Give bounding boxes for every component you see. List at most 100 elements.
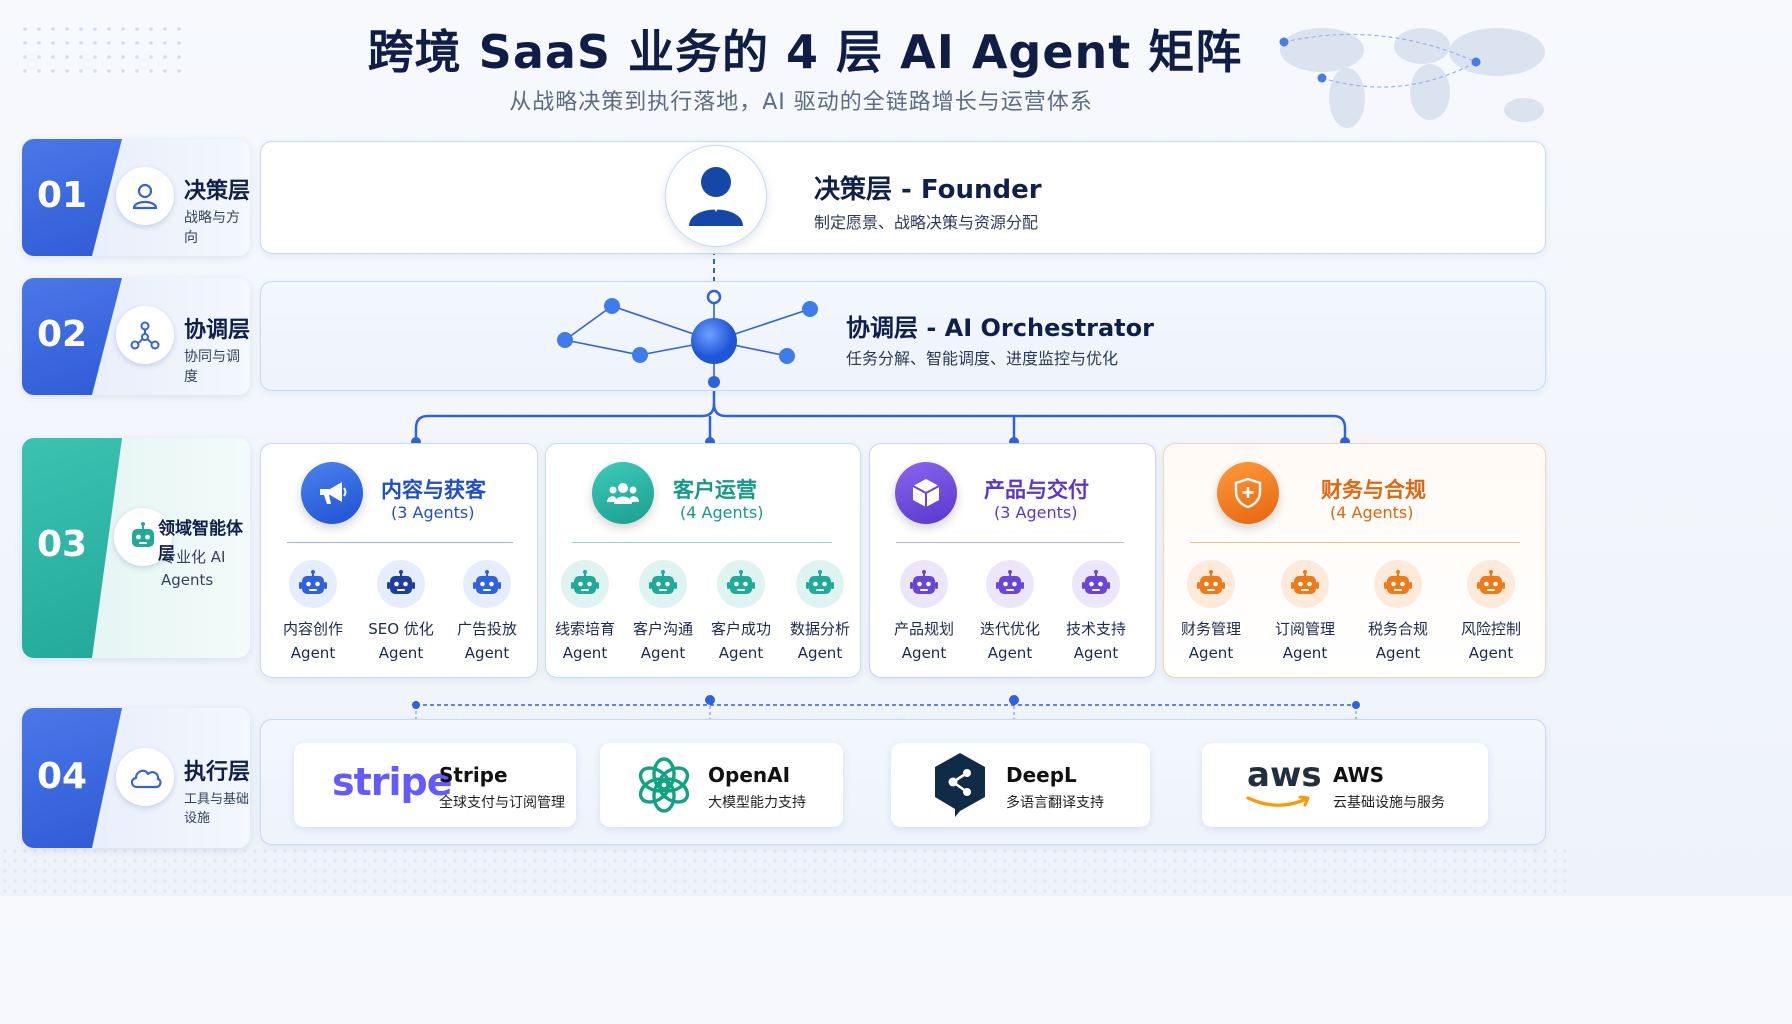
- world-map-decoration: [1279, 28, 1545, 128]
- agent-name: SEO 优化: [368, 620, 434, 638]
- agent-type: Agent: [464, 644, 510, 662]
- agent-item: 广告投放 Agent: [442, 560, 532, 662]
- layer-desc: 工具与基础设施: [184, 792, 250, 826]
- layer-number: 02: [36, 314, 88, 355]
- agent-item: 产品规划 Agent: [879, 560, 969, 662]
- domain-card-content: 内容与获客 (3 Agents) 内容创作 Agent SEO 优化 Agent…: [260, 443, 538, 678]
- founder-avatar: [665, 145, 767, 247]
- layer-number: 04: [36, 756, 88, 797]
- layer-name: 领域智能体层: [158, 519, 243, 564]
- robot-icon: [289, 560, 337, 608]
- openai-logo-icon: [638, 757, 690, 813]
- domain-card-finance: 财务与合规 (4 Agents) 财务管理 Agent 订阅管理 Agent 税…: [1163, 443, 1546, 678]
- robot-icon: [639, 560, 687, 608]
- domain-divider: [1190, 542, 1520, 543]
- tool-desc: 大模型能力支持: [708, 795, 806, 811]
- orchestrator-desc: 任务分解、智能调度、进度监控与优化: [846, 349, 1119, 368]
- robot-icon: [1281, 560, 1329, 608]
- deepl-logo-icon: [935, 753, 985, 817]
- robot-icon: [1187, 560, 1235, 608]
- aws-smile-icon: [1246, 795, 1310, 807]
- robot-icon: [986, 560, 1034, 608]
- layer-label-decision: 01 决策层 战略与方向: [22, 139, 250, 256]
- layer-desc: 战略与方向: [184, 210, 240, 246]
- agent-name: 风险控制: [1460, 620, 1521, 638]
- agent-name: 客户沟通: [632, 620, 693, 638]
- domain-card-customer: 客户运营 (4 Agents) 线索培育 Agent 客户沟通 Agent 客户…: [545, 443, 861, 678]
- agent-name: 税务合规: [1367, 620, 1428, 638]
- agent-item: 技术支持 Agent: [1051, 560, 1141, 662]
- agent-type: Agent: [1375, 644, 1421, 662]
- megaphone-icon: [301, 462, 363, 524]
- agent-name: 客户成功: [710, 620, 771, 638]
- tool-card-stripe: stripe Stripe 全球支付与订阅管理: [294, 743, 576, 827]
- robot-icon: [1374, 560, 1422, 608]
- stripe-logo: stripe: [332, 760, 453, 804]
- orchestrator-network-icon: [557, 289, 818, 388]
- domain-agent-count: (4 Agents): [680, 503, 764, 522]
- robot-icon: [796, 560, 844, 608]
- tool-desc: 全球支付与订阅管理: [439, 795, 565, 811]
- robot-icon: [114, 508, 172, 566]
- cube-icon: [895, 462, 957, 524]
- decorative-dots-bottom: [0, 846, 1568, 896]
- robot-icon: [561, 560, 609, 608]
- aws-logo: aws: [1247, 755, 1322, 795]
- agent-item: 订阅管理 Agent: [1260, 560, 1350, 662]
- domain-agent-count: (3 Agents): [994, 503, 1078, 522]
- layer-label-domain: 03 领域智能体层 专业化 AI Agents: [22, 438, 250, 658]
- orchestrator-panel: 协调层 - AI Orchestrator 任务分解、智能调度、进度监控与优化: [260, 281, 1546, 391]
- agent-type: Agent: [1188, 644, 1234, 662]
- agent-item: 税务合规 Agent: [1353, 560, 1443, 662]
- agent-type: Agent: [290, 644, 336, 662]
- agent-name: 订阅管理: [1274, 620, 1335, 638]
- founder-panel: 决策层 - Founder 制定愿景、战略决策与资源分配: [260, 141, 1546, 254]
- tool-card-openai: OpenAI 大模型能力支持: [600, 743, 843, 827]
- robot-icon: [1467, 560, 1515, 608]
- cloud-icon: [116, 748, 174, 806]
- agent-type: Agent: [1468, 644, 1514, 662]
- user-icon: [116, 167, 174, 225]
- agent-name: 迭代优化: [979, 620, 1040, 638]
- layer-desc: 专业化 AI: [161, 548, 226, 566]
- domain-divider: [896, 542, 1124, 543]
- agent-item: 风险控制 Agent: [1446, 560, 1536, 662]
- agent-type: Agent: [718, 644, 764, 662]
- robot-icon: [717, 560, 765, 608]
- tool-name: Stripe: [439, 763, 508, 787]
- shield-icon: [1217, 462, 1279, 524]
- domain-card-product: 产品与交付 (3 Agents) 产品规划 Agent 迭代优化 Agent 技…: [869, 443, 1156, 678]
- agent-name: 财务管理: [1180, 620, 1241, 638]
- layer-name: 执行层: [184, 760, 250, 785]
- layer-desc: Agents: [161, 571, 214, 589]
- layer-number: 01: [36, 175, 88, 216]
- agent-item: 财务管理 Agent: [1166, 560, 1256, 662]
- orchestrator-title: 协调层 - AI Orchestrator: [846, 314, 1154, 342]
- agent-type: Agent: [378, 644, 424, 662]
- agent-type: Agent: [640, 644, 686, 662]
- agent-type: Agent: [797, 644, 843, 662]
- agent-name: 数据分析: [789, 620, 850, 638]
- tool-desc: 云基础设施与服务: [1333, 795, 1445, 811]
- agent-item: SEO 优化 Agent: [356, 560, 446, 662]
- layer-label-execution: 04 执行层 工具与基础设施: [22, 708, 250, 848]
- decorative-dots: [18, 22, 188, 82]
- domain-agent-count: (3 Agents): [391, 503, 475, 522]
- page-subtitle: 从战略决策到执行落地，AI 驱动的全链路增长与运营体系: [509, 90, 1093, 115]
- robot-icon: [463, 560, 511, 608]
- agent-type: Agent: [1073, 644, 1119, 662]
- agent-name: 内容创作: [282, 620, 343, 638]
- person-icon: [689, 167, 743, 226]
- robot-icon: [377, 560, 425, 608]
- founder-desc: 制定愿景、战略决策与资源分配: [814, 213, 1039, 232]
- tool-name: OpenAI: [708, 763, 791, 787]
- agent-name: 技术支持: [1065, 620, 1126, 638]
- agent-name: 线索培育: [554, 620, 615, 638]
- robot-icon: [1072, 560, 1120, 608]
- agent-item: 内容创作 Agent: [268, 560, 358, 662]
- page-title: 跨境 SaaS 业务的 4 层 AI Agent 矩阵: [367, 25, 1243, 79]
- users-icon: [592, 462, 654, 524]
- layer-name: 协调层: [184, 318, 250, 343]
- agent-name: 广告投放: [456, 620, 517, 638]
- layer-label-coordination: 02 协调层 协同与调度: [22, 278, 250, 395]
